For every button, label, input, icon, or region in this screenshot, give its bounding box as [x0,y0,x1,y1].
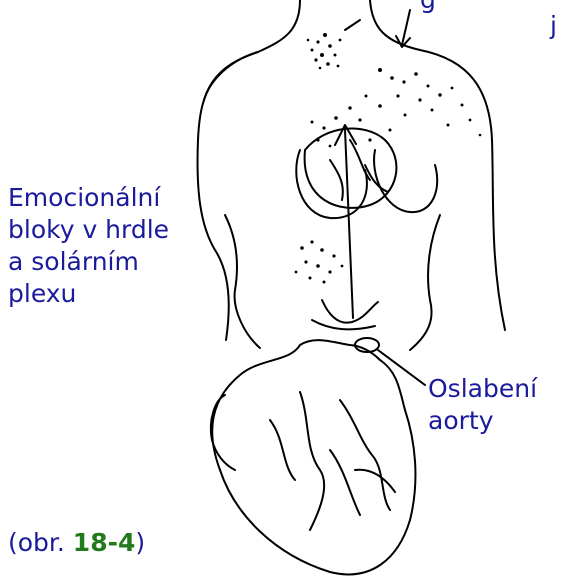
top-label-fragment: g [420,0,436,16]
label-emotional-blocks: Emocionální bloky v hrdle a solárním ple… [8,182,169,310]
torso-outline [198,0,300,340]
chest-heart-vessels [330,140,388,200]
arrow-top-left [345,20,360,30]
shoulder-left [204,52,258,100]
waist-right [410,215,440,350]
caption-prefix: (obr. [8,528,73,557]
breast-right [374,150,437,212]
top-label-fragment-j: j [550,10,557,42]
plexus-constriction [312,300,378,329]
waist-left [225,215,260,348]
caption-suffix: ) [135,528,145,557]
large-heart-left-atrium [211,395,235,470]
arrow-up [345,130,353,318]
large-heart-vessels [270,392,395,530]
leader-aorta [378,350,425,385]
torso-outline-right [370,0,505,330]
label-aorta-weakness: Oslabení aorty [428,373,537,437]
figure-caption: (obr. 18-4) [8,528,145,557]
figure-number: 18-4 [73,528,136,557]
stipple [323,33,327,37]
